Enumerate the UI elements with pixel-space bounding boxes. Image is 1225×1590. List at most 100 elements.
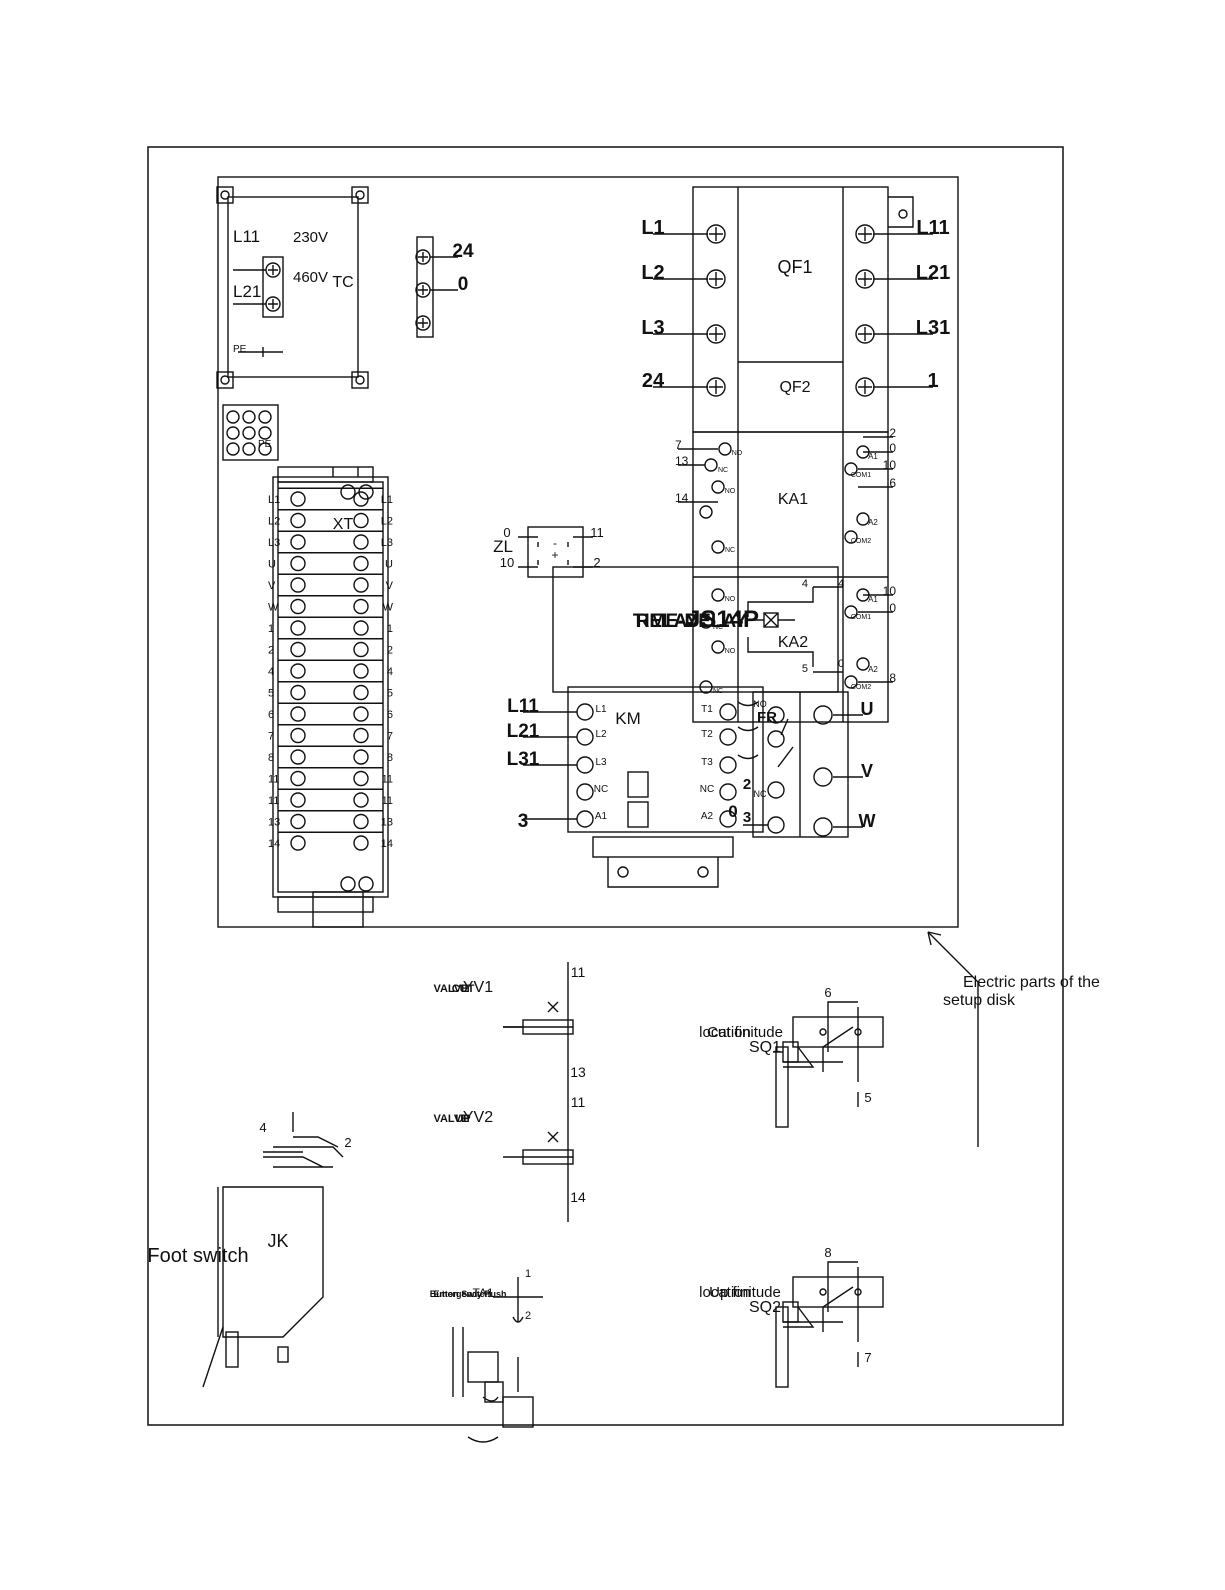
ka1-a1: A1 [868, 452, 878, 461]
motor-u: U [861, 699, 874, 719]
terminal-rows: L1L1L2L2L3L3UUVVWW1122445566778811111111… [268, 487, 394, 851]
ka1-nc-1: NC [718, 467, 728, 474]
transformer-460v: 460V [293, 269, 328, 286]
relay-modules [678, 431, 893, 723]
ka1-wire-13: 13 [675, 454, 689, 468]
overload-relay [743, 691, 863, 838]
ka2-nc-1: NC [713, 624, 723, 631]
terminal-screw-right [353, 663, 369, 679]
terminal-label-right: 4 [387, 666, 393, 678]
terminal-screw-left [290, 620, 306, 636]
terminal-label-right: L2 [381, 516, 393, 528]
terminal-label-left: L1 [268, 494, 280, 506]
terminal-screw-right [353, 835, 369, 851]
terminal-label-left: 11 [268, 795, 279, 807]
ka1-wire-0: 0 [889, 441, 896, 455]
sq2-line-1: Up finitude [709, 1284, 781, 1301]
terminal-label-right: 5 [387, 688, 393, 700]
rectifier [518, 526, 593, 578]
rectifier-pin-2: 2 [593, 555, 600, 570]
sq2-wire-8: 8 [824, 1245, 831, 1260]
terminal-screw-right [353, 813, 369, 830]
terminal-label-left: 4 [268, 666, 274, 678]
terminal-screw-right [353, 792, 369, 808]
terminal-label-right: U [385, 559, 393, 571]
terminal-screw-left [290, 555, 306, 572]
valve-yv1 [503, 962, 574, 1092]
sq1-wire-5: 5 [864, 1090, 871, 1105]
sq1-line-1: Cut finitude [707, 1024, 783, 1041]
ka2-com1: COM1 [851, 614, 871, 621]
ka1-label: KA1 [778, 491, 808, 508]
valve-yv1-wire-a: 11 [571, 964, 586, 980]
valve-yv2-name: YV2 [463, 1109, 493, 1126]
terminal-screw-right [353, 749, 369, 765]
terminal-label-right: 1 [387, 623, 393, 635]
terminal-screw-left [290, 770, 306, 787]
time-delay-relay [552, 566, 843, 693]
wire-l11: L11 [916, 217, 949, 239]
terminal-label-right: V [386, 580, 394, 592]
overload-nc: NC [754, 789, 767, 799]
valve-yv1-wire-b: 13 [570, 1064, 586, 1080]
sq1-line-2: location [699, 1024, 751, 1041]
km-l2: L2 [595, 729, 607, 740]
terminal-label-left: 14 [268, 838, 280, 850]
terminal-screw-left [290, 749, 306, 765]
km-nc-top: NC [594, 784, 608, 795]
ka1-nc-2: NC [725, 547, 735, 554]
valve-yv1-name: YV1 [463, 979, 493, 996]
transformer-pe: PE [233, 344, 247, 355]
terminal-screw-right [353, 555, 369, 572]
terminal-label-left: V [268, 580, 276, 592]
km-t2: T2 [701, 729, 713, 740]
ka1-com1: COM1 [851, 472, 871, 479]
terminal-screw-left [290, 727, 306, 744]
terminal-label-right: 11 [382, 774, 393, 786]
estop-line-2: Button Switch [430, 1289, 491, 1299]
ka2-wire-14: 14 [675, 491, 689, 505]
terminal-label-left: L2 [268, 516, 280, 528]
wire-l1: L1 [641, 217, 664, 239]
timer-model: JS14P [687, 606, 759, 633]
timer-coil-5: 5 [802, 663, 808, 675]
wire-l21: L21 [916, 262, 950, 284]
terminal-screw-right [353, 706, 369, 722]
estop-name: TA1 [472, 1286, 493, 1300]
terminal-screw-right [353, 727, 369, 744]
wire-l2: L2 [641, 262, 664, 284]
terminal-screw-right [353, 684, 369, 701]
terminal-label-left: L3 [268, 537, 280, 549]
terminal-label-left: 13 [268, 817, 280, 829]
km-wire-l21: L21 [507, 721, 540, 742]
ka1-wire-2: 2 [889, 426, 896, 440]
terminal-label-right: 11 [382, 795, 393, 807]
km-t1: T1 [701, 704, 713, 715]
rectifier-plus: + [551, 548, 558, 562]
terminal-label-left: 8 [268, 752, 274, 764]
foot-switch-contacts [263, 1112, 344, 1168]
foot-switch-body [202, 1186, 324, 1388]
rectifier-pin-10: 10 [500, 555, 514, 570]
terminal-screw-right [353, 770, 369, 787]
km-a1: A1 [595, 811, 608, 822]
terminal-label-left: 5 [268, 688, 274, 700]
terminal-block-name: XT [333, 516, 354, 533]
terminal-label-left: 7 [268, 731, 274, 743]
page-frame [147, 146, 1064, 1426]
terminal-screw-left [290, 684, 306, 701]
terminal-screw-left [290, 577, 306, 593]
timer-line-2: RELAY [636, 611, 699, 632]
sq1-wire-6: 6 [824, 985, 831, 1000]
terminal-screw-left [290, 598, 306, 615]
km-wire-l31: L31 [507, 749, 540, 770]
terminal-screw-right [353, 534, 369, 550]
ka2-a2: A2 [868, 665, 878, 674]
valve-yv2-line-2: VALVE [433, 1113, 468, 1125]
valve-yv2-wire-a: 11 [571, 1094, 586, 1110]
overload-pin-3: 3 [743, 809, 751, 826]
rectifier-name: ZL [493, 537, 513, 556]
overload-name: FR [757, 709, 777, 726]
annotation-line-2: setup disk [943, 992, 1016, 1009]
